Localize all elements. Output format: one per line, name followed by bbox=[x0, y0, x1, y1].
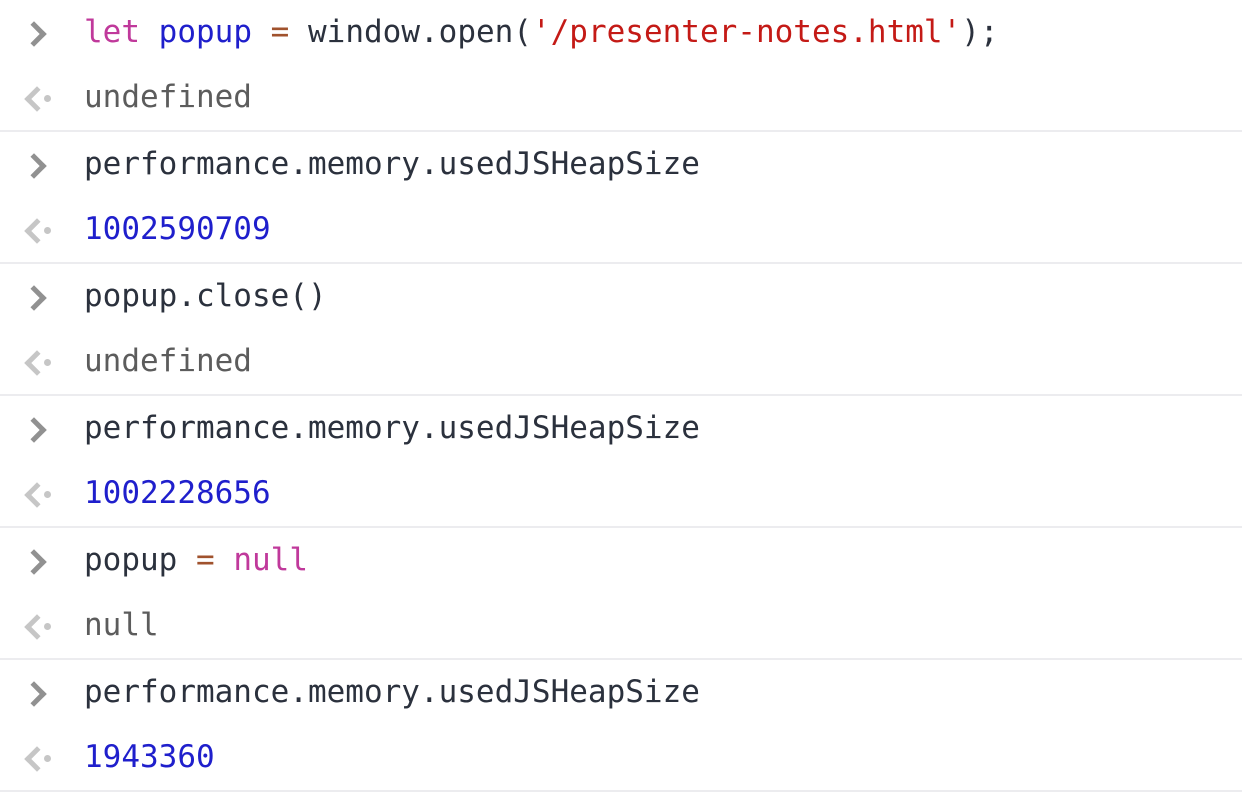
console-input-row[interactable]: performance.memory.usedJSHeapSize bbox=[0, 396, 1242, 461]
console-entry: let popup = window.open('/presenter-note… bbox=[0, 0, 1242, 132]
console-entry: performance.memory.usedJSHeapSize 1943360 bbox=[0, 660, 1242, 792]
console-output-value: 1002590709 bbox=[84, 211, 271, 247]
console-input-expression[interactable]: performance.memory.usedJSHeapSize bbox=[84, 149, 700, 180]
code-token-plain: popup.close() bbox=[84, 278, 327, 314]
console-output-row[interactable]: undefined bbox=[0, 329, 1242, 394]
console-input-expression[interactable]: performance.memory.usedJSHeapSize bbox=[84, 413, 700, 444]
console-input-expression[interactable]: popup = null bbox=[84, 545, 308, 576]
code-token-operator: = bbox=[270, 14, 290, 50]
console-input-expression[interactable]: let popup = window.open('/presenter-note… bbox=[84, 17, 999, 48]
console-output-value: null bbox=[84, 607, 159, 643]
chevron-right-icon bbox=[22, 416, 48, 442]
code-token-keyword: null bbox=[233, 542, 308, 578]
code-token-operator: = bbox=[196, 542, 215, 578]
input-gutter bbox=[22, 132, 84, 197]
console-input-row[interactable]: let popup = window.open('/presenter-note… bbox=[0, 0, 1242, 65]
code-token-plain: window.open( bbox=[289, 14, 532, 50]
console-output-value: undefined bbox=[84, 343, 252, 379]
console-entry: performance.memory.usedJSHeapSize 1002590… bbox=[0, 132, 1242, 264]
console-output-row[interactable]: 1002228656 bbox=[0, 461, 1242, 526]
chevron-left-dot-icon bbox=[22, 745, 56, 771]
console-input-expression[interactable]: popup.close() bbox=[84, 281, 327, 312]
chevron-right-icon bbox=[22, 20, 48, 46]
chevron-right-icon bbox=[22, 548, 48, 574]
chevron-left-dot-icon bbox=[22, 217, 56, 243]
console-input-row[interactable]: popup.close() bbox=[0, 264, 1242, 329]
console-input-row[interactable]: popup = null bbox=[0, 528, 1242, 593]
input-gutter bbox=[22, 528, 84, 593]
code-token-plain: popup bbox=[84, 542, 178, 578]
input-gutter bbox=[22, 396, 84, 461]
input-gutter bbox=[22, 0, 84, 65]
code-token-plain bbox=[140, 14, 159, 50]
code-token-keyword: let bbox=[84, 14, 140, 50]
chevron-left-dot-icon bbox=[22, 613, 56, 639]
chevron-left-dot-icon bbox=[22, 85, 56, 111]
console-input-expression[interactable]: performance.memory.usedJSHeapSize bbox=[84, 677, 700, 708]
code-token-string: '/presenter-notes.html' bbox=[531, 14, 962, 50]
console-output-row[interactable]: 1943360 bbox=[0, 725, 1242, 790]
console-output-value: 1943360 bbox=[84, 739, 215, 775]
code-token-plain: performance.memory.usedJSHeapSize bbox=[84, 674, 700, 710]
output-gutter bbox=[22, 197, 84, 262]
code-token-plain bbox=[177, 542, 196, 578]
console-input-row[interactable]: performance.memory.usedJSHeapSize bbox=[0, 660, 1242, 725]
code-token-plain bbox=[215, 542, 234, 578]
output-gutter bbox=[22, 461, 84, 526]
input-gutter bbox=[22, 264, 84, 329]
console-output-row[interactable]: 1002590709 bbox=[0, 197, 1242, 262]
console-output-value: undefined bbox=[84, 79, 252, 115]
console-entry: performance.memory.usedJSHeapSize 1002228… bbox=[0, 396, 1242, 528]
input-gutter bbox=[22, 660, 84, 725]
console-output-row[interactable]: null bbox=[0, 593, 1242, 658]
console-output-row[interactable]: undefined bbox=[0, 65, 1242, 130]
chevron-right-icon bbox=[22, 680, 48, 706]
chevron-right-icon bbox=[22, 284, 48, 310]
output-gutter bbox=[22, 593, 84, 658]
output-gutter bbox=[22, 65, 84, 130]
chevron-left-dot-icon bbox=[22, 481, 56, 507]
code-token-plain bbox=[252, 14, 271, 50]
console-entry: popup.close() undefined bbox=[0, 264, 1242, 396]
console-output-value: 1002228656 bbox=[84, 475, 271, 511]
code-token-plain: ); bbox=[961, 14, 999, 50]
chevron-left-dot-icon bbox=[22, 349, 56, 375]
code-token-variable: popup bbox=[158, 14, 252, 50]
code-token-plain: performance.memory.usedJSHeapSize bbox=[84, 410, 700, 446]
chevron-right-icon bbox=[22, 152, 48, 178]
code-token-plain: performance.memory.usedJSHeapSize bbox=[84, 146, 700, 182]
output-gutter bbox=[22, 329, 84, 394]
console-input-row[interactable]: performance.memory.usedJSHeapSize bbox=[0, 132, 1242, 197]
output-gutter bbox=[22, 725, 84, 790]
